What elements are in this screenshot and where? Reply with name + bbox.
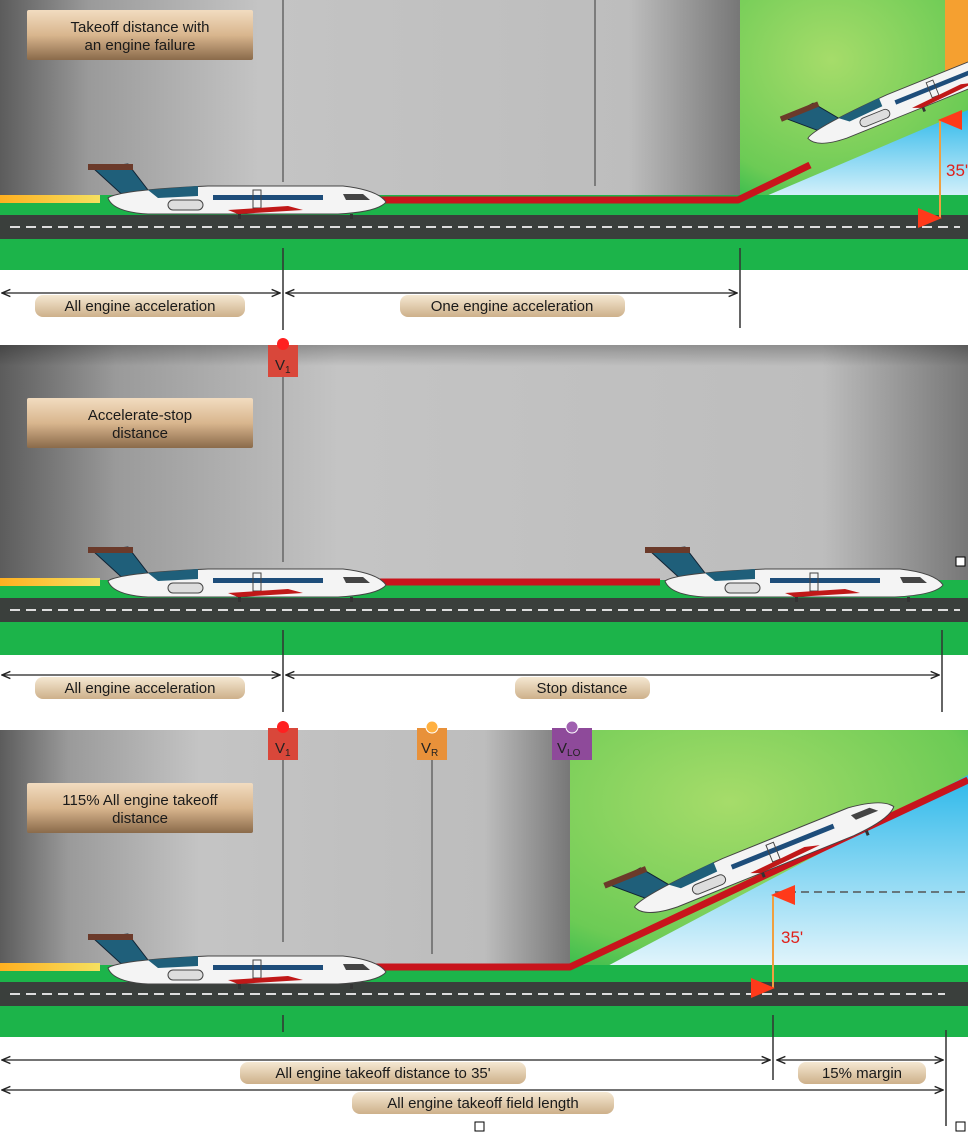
- v1-marker: V1: [268, 721, 298, 760]
- panel-all-engine-takeoff: 35' 115% All engine takeoff distance All…: [0, 730, 968, 1132]
- segment-label: All engine takeoff distance to 35': [275, 1065, 490, 1082]
- label-pill: [400, 295, 625, 317]
- segment-label: One engine acceleration: [431, 298, 594, 315]
- v1-marker: V1: [268, 338, 298, 377]
- segment-label: All engine acceleration: [65, 298, 216, 315]
- v1-main: V: [275, 357, 285, 374]
- pin-icon: [277, 338, 289, 350]
- background: [0, 730, 570, 970]
- exhaust-trail: [0, 195, 100, 203]
- title-box: [27, 10, 253, 60]
- v1-badge: [268, 345, 298, 377]
- segment-label: All engine acceleration: [65, 680, 216, 697]
- vr-marker: VR: [417, 720, 447, 760]
- panel-engine-failure: 35' Takeoff distance with an engine fail…: [0, 0, 968, 330]
- vr-sub: R: [431, 748, 438, 759]
- pin-icon: [565, 720, 579, 734]
- segment-label: All engine takeoff field length: [387, 1095, 579, 1112]
- label-pill: [35, 677, 245, 699]
- vlo-sub: LO: [567, 748, 581, 759]
- label-pill: [352, 1092, 614, 1114]
- segment-label: Stop distance: [537, 680, 628, 697]
- title-box: [27, 783, 253, 833]
- pin-icon: [277, 721, 289, 733]
- title-line-1: Takeoff distance with: [71, 19, 210, 36]
- title-line-1: Accelerate-stop: [88, 407, 192, 424]
- title-line-2: distance: [112, 425, 168, 442]
- resize-handle: [955, 1121, 966, 1132]
- title-line-2: distance: [112, 810, 168, 827]
- v1-label: V1: [275, 740, 291, 759]
- label-pill: [515, 677, 650, 699]
- height-label: 35': [781, 928, 803, 947]
- segment-label: 15% margin: [822, 1065, 902, 1082]
- vlo-label: VLO: [557, 740, 581, 759]
- v1-badge: [268, 728, 298, 760]
- exhaust-trail: [0, 963, 100, 971]
- vlo-main: V: [557, 740, 567, 757]
- vr-label: VR: [421, 740, 438, 759]
- title-box: [27, 398, 253, 448]
- height-label: 35': [946, 161, 968, 180]
- v1-main: V: [275, 740, 285, 757]
- flight-path: [375, 161, 812, 204]
- resize-handle: [474, 1121, 485, 1132]
- vr-main: V: [421, 740, 431, 757]
- exhaust-trail: [0, 578, 100, 586]
- v1-sub: 1: [285, 748, 291, 759]
- label-pill: [35, 295, 245, 317]
- vlo-marker: VLO: [552, 720, 592, 760]
- label-pill: [240, 1062, 526, 1084]
- label-pill: [798, 1062, 926, 1084]
- v1-sub: 1: [285, 365, 291, 376]
- panel-accelerate-stop: Accelerate-stop distance All engine acce…: [0, 345, 968, 712]
- v1-label: V1: [275, 357, 291, 376]
- title-line-2: an engine failure: [85, 37, 196, 54]
- sky: [745, 110, 968, 205]
- resize-handle: [955, 556, 966, 567]
- title-line-1: 115% All engine takeoff: [62, 792, 218, 809]
- pin-icon: [425, 720, 439, 734]
